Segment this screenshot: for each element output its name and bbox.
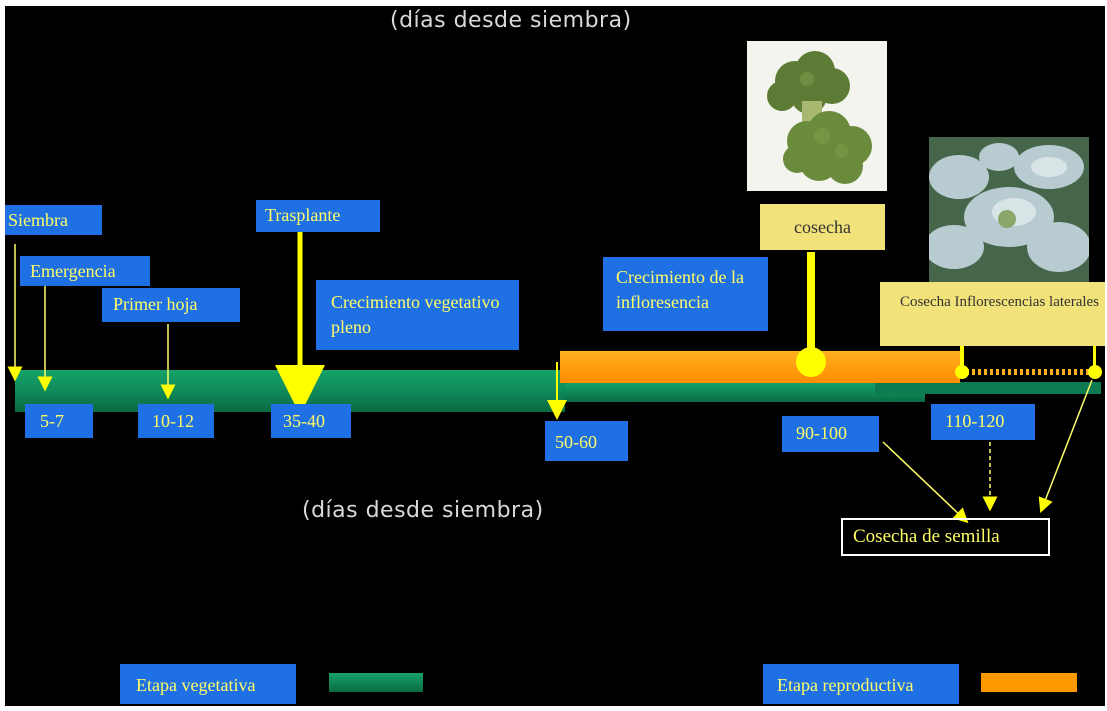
cosecha-stem bbox=[807, 252, 815, 352]
label-primer-hoja: Primer hoja bbox=[102, 288, 240, 322]
broccoli-head-image bbox=[747, 41, 887, 191]
semilla-arrow-1 bbox=[882, 441, 969, 524]
laterales-dot-1 bbox=[955, 365, 969, 379]
caption-middle: (días desde siembra) bbox=[302, 498, 544, 523]
caption-top: (días desde siembra) bbox=[390, 8, 632, 33]
days-laterales: 110-120 bbox=[931, 404, 1035, 440]
label-cosecha-laterales: Cosecha Inflorescencias laterales bbox=[880, 282, 1105, 346]
days-emergencia: 5-7 bbox=[25, 404, 93, 438]
diagram-slide: (días desde siembra) (días desde siembra… bbox=[5, 6, 1105, 706]
label-cosecha: cosecha bbox=[760, 204, 885, 250]
broccoli-plant-drawing bbox=[929, 137, 1089, 282]
legend-vegetativa-label: Etapa vegetativa bbox=[120, 664, 296, 704]
days-cosecha: 90-100 bbox=[782, 416, 879, 452]
reproductive-bar bbox=[560, 351, 960, 383]
semilla-arrow-3 bbox=[1038, 379, 1093, 513]
broccoli-plant-image bbox=[929, 137, 1089, 282]
label-cosecha-semilla: Cosecha de semilla bbox=[841, 518, 1050, 556]
days-primer-hoja: 10-12 bbox=[138, 404, 214, 438]
vegetative-bar-lateral bbox=[875, 382, 1101, 394]
legend-vegetativa-swatch bbox=[329, 673, 423, 692]
legend-reproductiva-swatch bbox=[981, 673, 1077, 692]
label-trasplante: Trasplante bbox=[256, 200, 380, 232]
label-crecimiento-vegetativo: Crecimiento vegetativo pleno bbox=[316, 280, 519, 350]
days-trasplante: 35-40 bbox=[271, 404, 351, 438]
cosecha-dot bbox=[796, 347, 826, 377]
label-siembra: Siembra bbox=[5, 205, 102, 235]
vegetative-bar-continuation bbox=[565, 382, 925, 402]
label-emergencia: Emergencia bbox=[20, 256, 150, 286]
days-inflorescencia: 50-60 bbox=[545, 421, 628, 461]
legend-reproductiva-label: Etapa reproductiva bbox=[763, 664, 959, 704]
laterales-stem-1 bbox=[960, 340, 964, 370]
broccoli-head-drawing bbox=[767, 51, 872, 184]
laterales-stem-2 bbox=[1093, 340, 1096, 370]
timeline-graphics bbox=[7, 232, 1102, 524]
laterales-dot-2 bbox=[1088, 365, 1102, 379]
label-crecimiento-inflorescencia: Crecimiento de la infloresencia bbox=[603, 257, 768, 331]
